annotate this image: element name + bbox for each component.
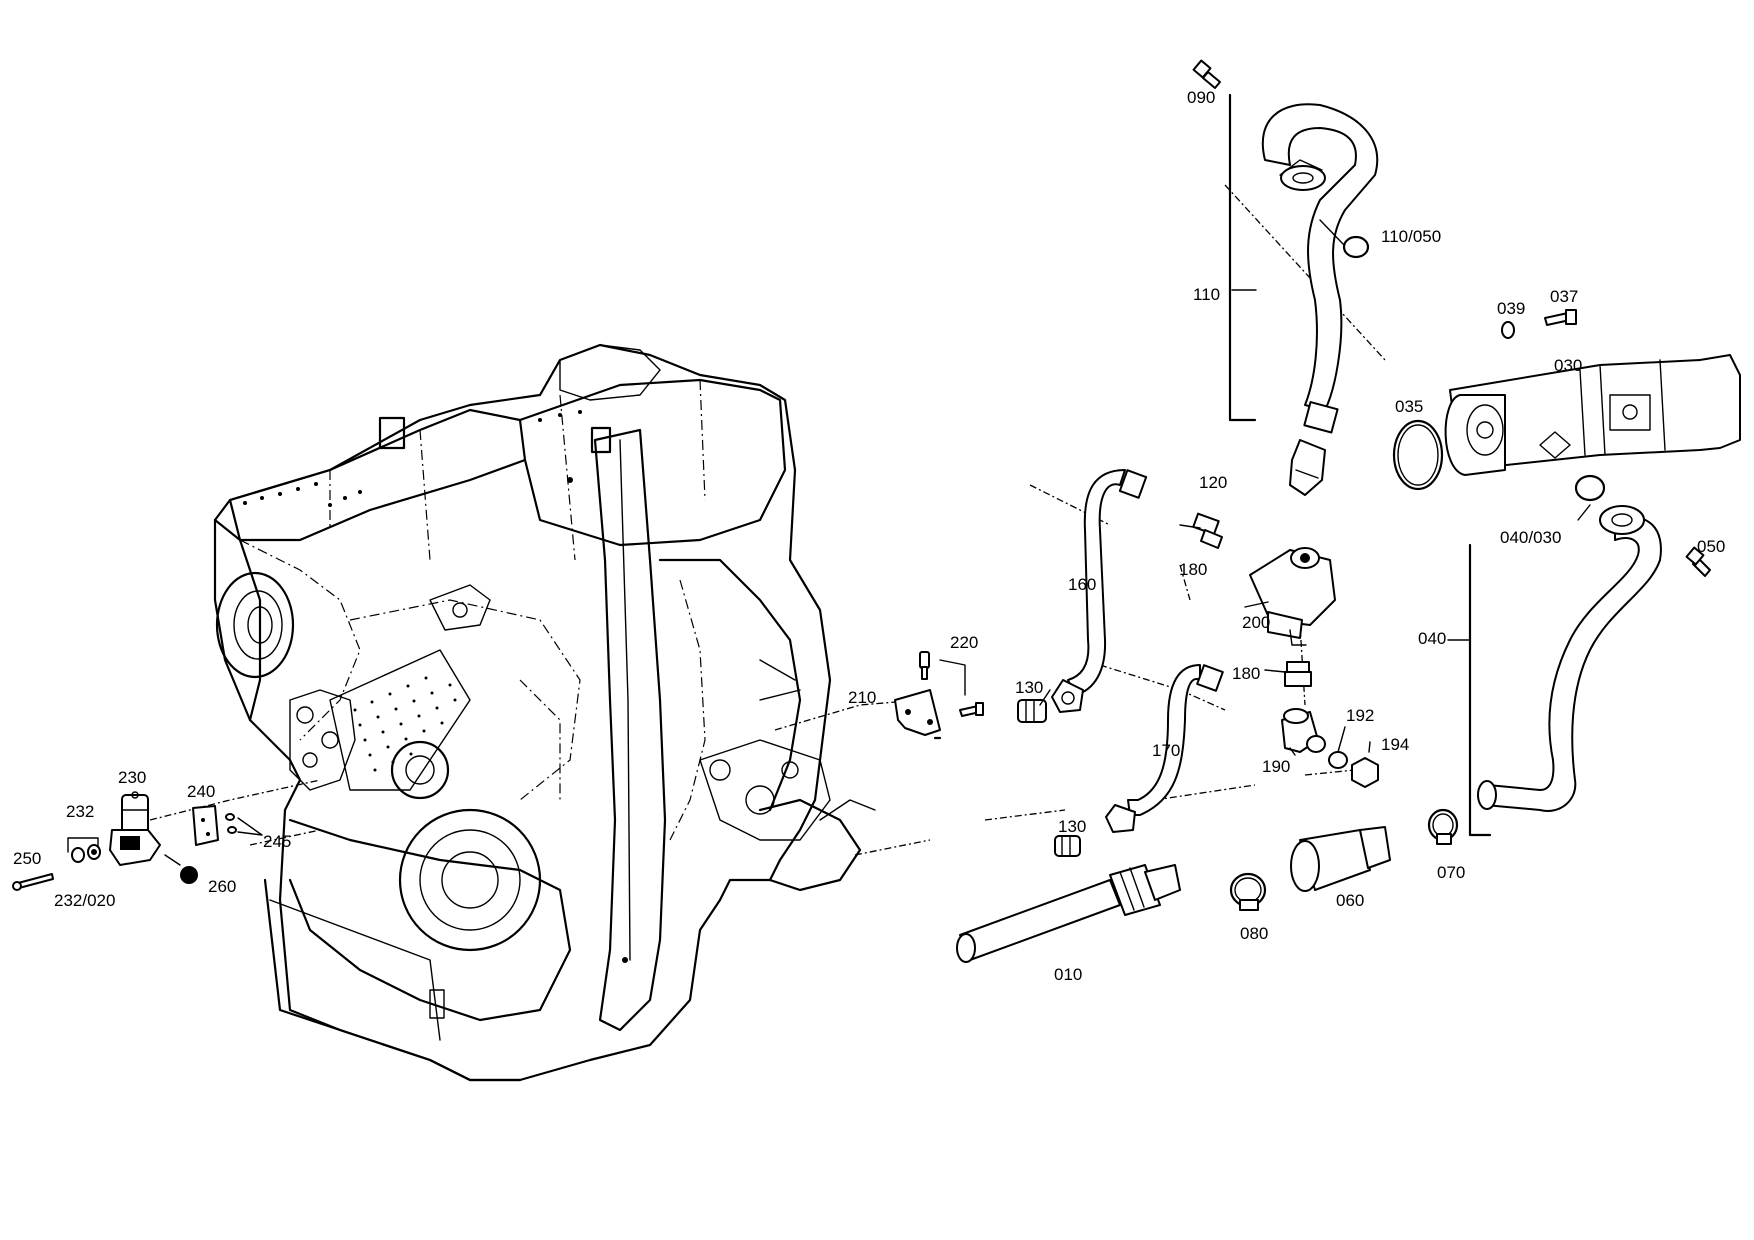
callout-120: 120	[1199, 473, 1227, 492]
nut-039	[1501, 321, 1515, 339]
callout-070: 070	[1437, 863, 1465, 882]
transmission-housing	[213, 343, 876, 1082]
pump-030	[1444, 354, 1741, 476]
callout-180-upper: 180	[1179, 560, 1207, 579]
callout-250: 250	[13, 849, 41, 868]
ring-192	[1328, 751, 1348, 769]
callout-230: 230	[118, 768, 146, 787]
gasket-240	[192, 805, 219, 846]
plug-260	[164, 854, 198, 884]
callout-037: 037	[1550, 287, 1578, 306]
callout-192: 192	[1346, 706, 1374, 725]
pipe-040	[1468, 505, 1662, 837]
fitting-180-upper	[1192, 512, 1223, 549]
callout-040: 040	[1418, 629, 1446, 648]
callout-090: 090	[1187, 88, 1215, 107]
callout-035: 035	[1395, 397, 1423, 416]
callout-130-lower: 130	[1058, 817, 1086, 836]
o-ring-035	[1392, 419, 1444, 491]
pipe-160	[1051, 469, 1148, 713]
callout-232: 232	[66, 802, 94, 821]
bolt-050	[1685, 546, 1711, 577]
solenoid-230	[109, 791, 161, 866]
tube-010	[956, 864, 1181, 963]
washers-232	[67, 837, 101, 863]
callout-160: 160	[1068, 575, 1096, 594]
bolts-220	[919, 651, 984, 717]
callout-240: 240	[187, 782, 215, 801]
connector-130-upper	[1017, 699, 1047, 723]
o-ring-110-050	[1342, 235, 1370, 259]
assembly-lines	[149, 184, 1386, 856]
clamp-080	[1229, 872, 1267, 911]
callout-210: 210	[848, 688, 876, 707]
callout-labels: 090 110/050 110 039 037 030 035 120 160 …	[13, 88, 1725, 984]
callout-110-050: 110/050	[1381, 227, 1441, 246]
callout-110: 110	[1193, 285, 1220, 304]
callout-232-020: 232/020	[54, 891, 115, 910]
parts-245	[225, 813, 263, 836]
fitting-180-lower	[1284, 661, 1312, 687]
nut-194	[1351, 757, 1379, 788]
callout-245: 245	[263, 832, 291, 851]
clamp-070	[1427, 808, 1459, 845]
bolt-090	[1192, 59, 1221, 89]
callout-030: 030	[1554, 356, 1582, 375]
callout-060: 060	[1336, 891, 1364, 910]
o-ring-040-030	[1574, 474, 1606, 502]
bracket-210	[894, 689, 942, 740]
callout-010: 010	[1054, 965, 1082, 984]
callout-050: 050	[1697, 537, 1725, 556]
callout-180-lower: 180	[1232, 664, 1260, 683]
callout-194: 194	[1381, 735, 1409, 754]
bolt-037	[1544, 309, 1577, 326]
sleeve-060	[1290, 826, 1391, 892]
callout-200: 200	[1242, 613, 1270, 632]
connector-130-lower	[1054, 835, 1081, 857]
leader-lines	[1039, 219, 1591, 756]
bolt-250	[12, 873, 54, 891]
pipe-110	[1228, 93, 1379, 496]
callout-220: 220	[950, 633, 978, 652]
callout-130-upper: 130	[1015, 678, 1043, 697]
callout-080: 080	[1240, 924, 1268, 943]
callout-040-030: 040/030	[1500, 528, 1561, 547]
tee-190	[1281, 708, 1326, 753]
pipe-170	[1105, 664, 1224, 833]
housing-bolts	[243, 410, 628, 963]
callout-190: 190	[1262, 757, 1290, 776]
callout-170: 170	[1152, 741, 1180, 760]
block-200	[1249, 547, 1336, 646]
callout-039: 039	[1497, 299, 1525, 318]
plate-holes	[353, 676, 457, 772]
callout-260: 260	[208, 877, 236, 896]
